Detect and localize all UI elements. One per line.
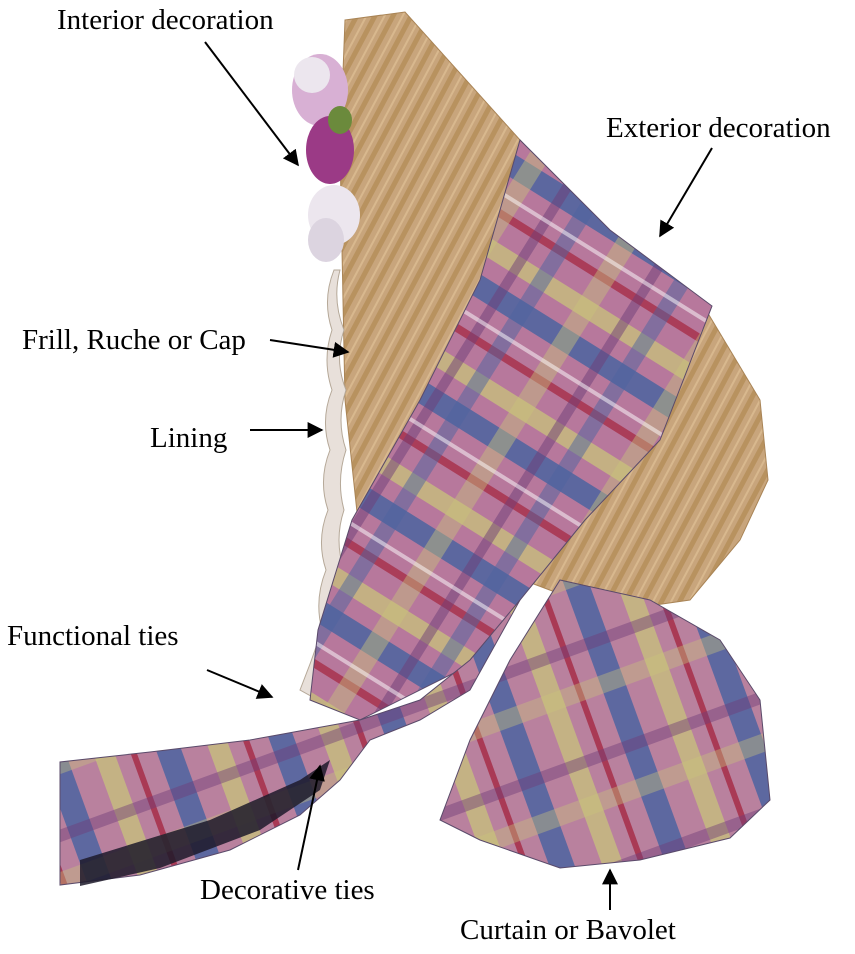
label-frill: Frill, Ruche or Cap: [22, 326, 246, 355]
label-decorative-ties: Decorative ties: [200, 876, 375, 905]
label-exterior-decoration: Exterior decoration: [606, 114, 831, 143]
arrow-interior: [205, 42, 298, 165]
label-curtain: Curtain or Bavolet: [460, 916, 676, 945]
arrow-functional: [207, 670, 272, 697]
label-lining: Lining: [150, 424, 227, 453]
label-interior-decoration: Interior decoration: [57, 6, 274, 35]
arrow-exterior: [660, 148, 712, 236]
label-functional-ties: Functional ties: [7, 622, 179, 651]
